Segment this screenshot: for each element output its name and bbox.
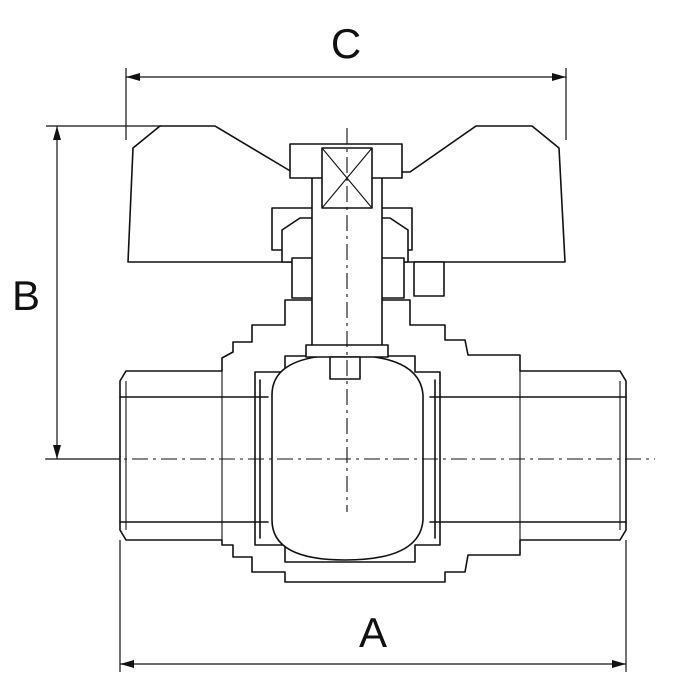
- dimension-label-c: C: [331, 20, 361, 67]
- dimension-label-a: A: [359, 609, 387, 656]
- dimension-b: B: [12, 125, 162, 460]
- dimension-c: C: [125, 20, 567, 140]
- dimension-a: A: [119, 540, 627, 672]
- dimension-label-b: B: [12, 272, 40, 319]
- centre-lines: [45, 128, 655, 512]
